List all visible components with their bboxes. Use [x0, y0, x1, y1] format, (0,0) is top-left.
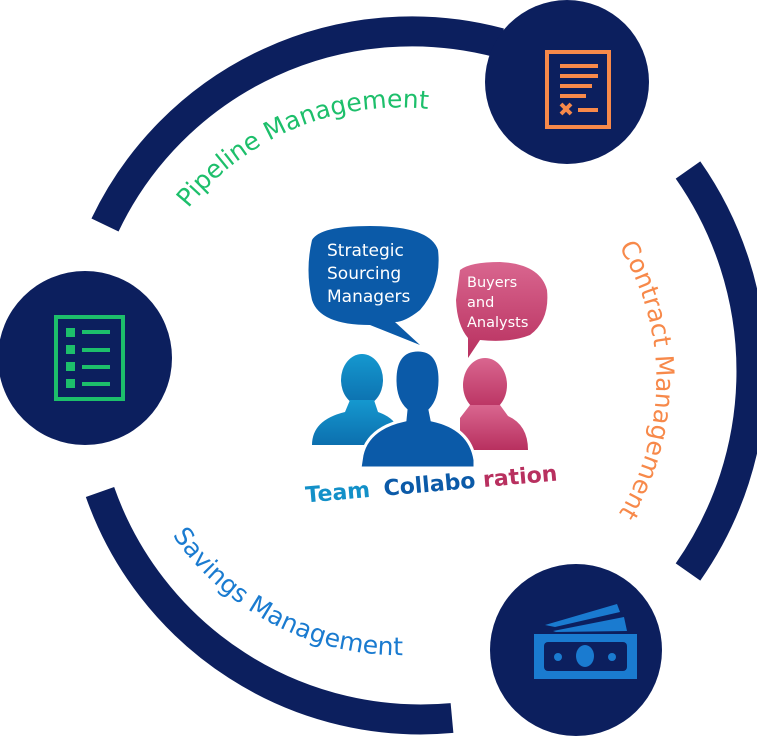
- bubble-managers-text: Strategic Sourcing Managers: [327, 241, 411, 307]
- bubble-line: Managers: [327, 287, 411, 307]
- speech-bubble-buyers: Buyers and Analysts: [456, 262, 548, 358]
- money-bills-icon: [534, 604, 637, 679]
- contract-node: [485, 0, 649, 164]
- bubble-line: Analysts: [467, 315, 528, 331]
- bubble-line: Strategic: [327, 241, 404, 261]
- ring-arc-contract: [675, 161, 757, 581]
- bubble-line: Sourcing: [327, 264, 401, 284]
- team-illustration: Strategic Sourcing Managers Buyers and A…: [304, 226, 558, 509]
- ring-arc-savings: [85, 487, 454, 735]
- speech-bubble-managers: Strategic Sourcing Managers: [308, 226, 439, 345]
- caption-collabo: Collabo: [383, 469, 477, 502]
- bubble-line: Buyers: [467, 275, 517, 291]
- contract-management-label: Contract Management: [614, 235, 680, 525]
- person-right-silhouette: [460, 358, 528, 450]
- contract-label-text: Contract Management: [614, 235, 680, 525]
- ring-arc-pipeline: [91, 16, 504, 232]
- caption-ration: ration: [482, 462, 558, 493]
- document-sign-icon: [545, 50, 611, 129]
- bubble-buyers-text: Buyers and Analysts: [467, 275, 528, 331]
- savings-node: [490, 564, 662, 736]
- person-center-silhouette: [358, 348, 477, 470]
- caption-team: Team: [304, 478, 371, 509]
- checklist-icon: [54, 315, 125, 401]
- team-collaboration-caption: Team Collabo ration: [304, 462, 558, 509]
- bubble-line: and: [467, 295, 494, 311]
- pipeline-node: [0, 271, 172, 445]
